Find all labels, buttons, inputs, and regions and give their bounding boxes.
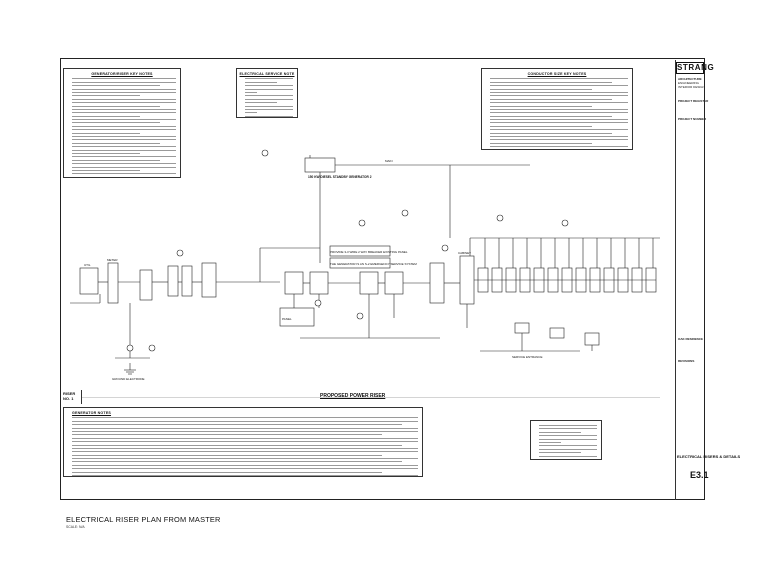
ats-label: PROVIDE 3-3 WIRE 2 WAY BREAKER EXISTING … [330,250,408,254]
firm-line-1: ARCHITECTURE [678,77,702,81]
cabinet-label: CABINET [458,251,471,255]
sheet-number: E3.1 [690,470,709,480]
title-block [675,60,705,500]
panel-label: PANEL [282,317,292,321]
main-label: MAIN [385,159,393,163]
riser-tag: RISER NO. 1 [62,390,82,404]
project-number: PROJECT NUMBER [678,117,707,121]
power-riser-diagram: 150 KW DIESEL STANDBY GENERATOR 2 PROVID… [70,149,660,398]
firm-line-2: ENGINEERING [678,81,700,85]
generator-label: 150 KW DIESEL STANDBY GENERATOR 2 [308,175,372,179]
electrical-service-notes-box: ELECTRICAL SERVICE NOTE [236,68,298,118]
generator-notes-box: GENERATOR NOTES [63,407,423,477]
stamp-text-box [530,420,602,460]
utility-label: UTIL [84,263,91,267]
bottom-scale: SCALE: N/A [66,525,85,529]
firm-line-3: INTERIOR DESIGN [678,85,705,89]
generator-notes-title: GENERATOR NOTES [72,411,112,415]
general-riser-notes-box: GENERATOR/RISER KEY NOTES [63,68,181,178]
new-generator-label: THE GENERATOR IS AN S-2 EMERGENCY SERVIC… [330,262,417,266]
sheet-title: ELECTRICAL RISERS & DETAILS [677,454,741,459]
firm-logo: STRANG [676,62,715,74]
service-label: SERVICE ENTRANCE [512,355,542,359]
owner-name: OAK RESIDENCE [678,337,704,341]
bottom-title: ELECTRICAL RISER PLAN FROM MASTER [66,515,221,524]
diagram-title: PROPOSED POWER RISER [320,393,386,399]
conductor-size-notes-title: CONDUCTOR SIZE KEY NOTES [527,72,587,76]
ground-label: GROUND ELECTRODE [112,377,145,381]
electrical-service-notes-title: ELECTRICAL SERVICE NOTE [239,72,295,76]
conductor-size-notes-box: CONDUCTOR SIZE KEY NOTES [481,68,633,150]
general-riser-notes-title: GENERATOR/RISER KEY NOTES [91,72,153,76]
revisions-label: REVISIONS [678,359,695,363]
project-title: PROJECT REGISTER [678,99,709,103]
meter-label: METER [107,258,118,262]
